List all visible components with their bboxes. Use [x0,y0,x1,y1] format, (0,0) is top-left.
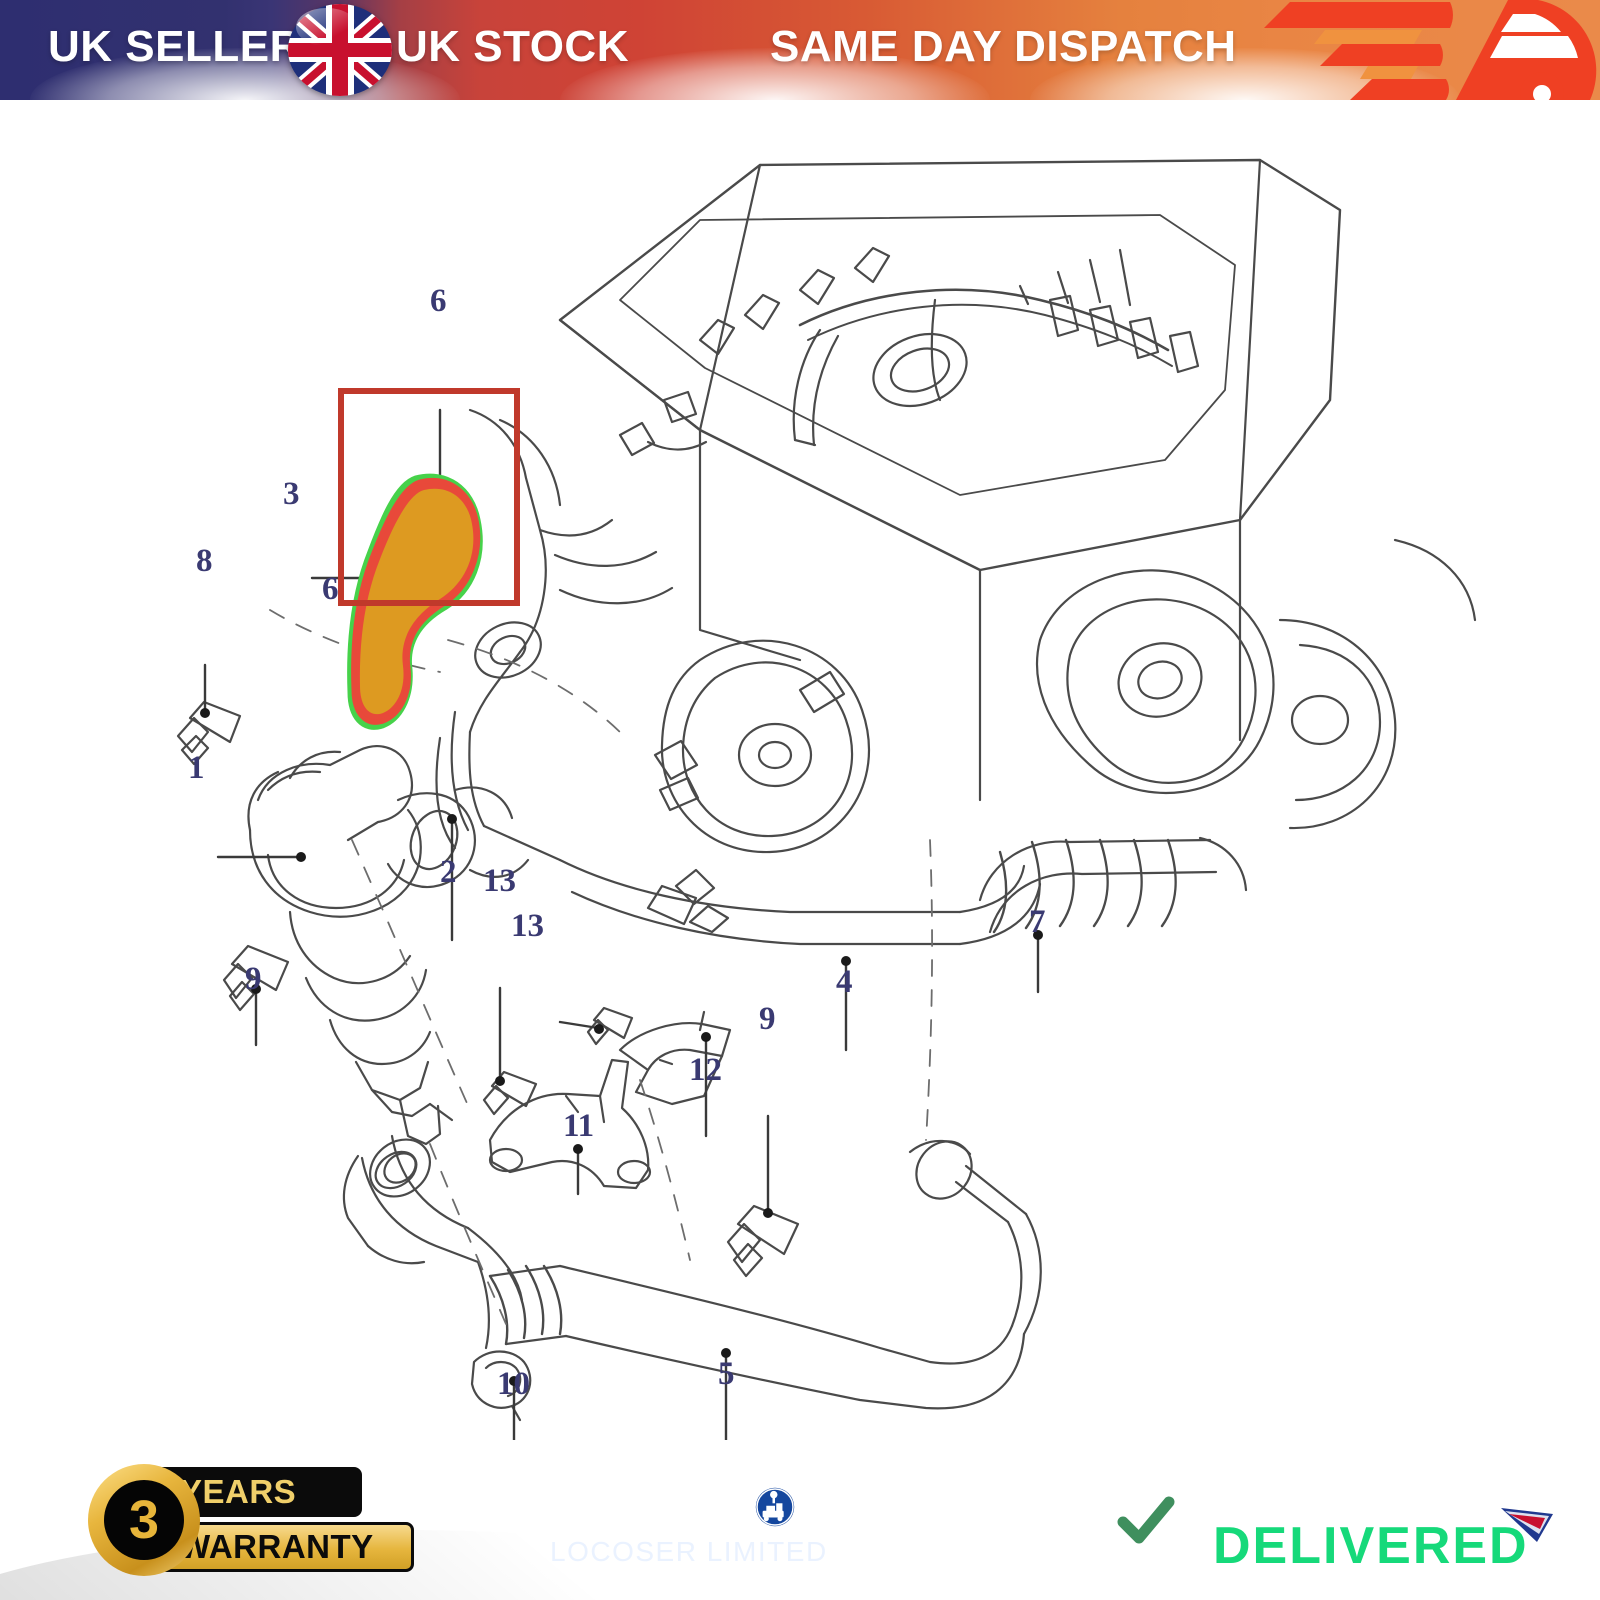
delivered-label: DELIVERED [1213,1517,1529,1575]
brand-name-after: P AUTO [802,1479,1012,1542]
callout-2: 2 [440,854,457,890]
top-promo-banner: UK SELLER UK STOCK SAME DAY DISPATCH [0,0,1600,100]
callout-4: 4 [836,964,853,1000]
uk-seller-label: UK SELLER [48,22,302,71]
callout-6-top: 6 [430,283,447,319]
delivered-block: 1.5 Million Parts DELIVERED [1095,1468,1565,1576]
brand-logo: NONST P AUTO LOCOSER LIMITED [548,1477,1038,1567]
callout-7: 7 [1029,904,1046,940]
callout-11: 11 [563,1108,595,1144]
uk-flag-corner-icon [1501,1508,1553,1542]
callout-10: 10 [497,1366,530,1402]
warranty-years-label: YEARS [180,1473,297,1510]
callout-3: 3 [283,476,300,512]
brand-subtitle: LOCOSER LIMITED [550,1536,828,1567]
delivery-truck-icon [1264,0,1597,100]
warranty-circle: 3 [88,1464,200,1576]
engine-parts-diagram [0,100,1600,1440]
highlight-box [338,388,520,606]
brand-name-before: NONST [548,1479,749,1542]
callout-12: 12 [689,1052,722,1088]
check-circle-icon [1099,1474,1191,1566]
callout-1: 1 [188,750,205,786]
callout-9-right: 9 [759,1001,776,1037]
bottom-promo-banner: YEARS WARRANTY 3 NONST P AUTO [0,1440,1600,1600]
callout-6-bottom: 6 [322,571,339,607]
callout-13-lower: 13 [511,908,544,944]
warranty-number: 3 [128,1490,160,1550]
union-jack-icon [288,4,392,96]
callout-5: 5 [718,1356,735,1392]
same-day-dispatch-label: SAME DAY DISPATCH [770,22,1237,71]
callout-13-upper: 13 [483,863,516,899]
callout-8: 8 [196,543,213,579]
warranty-badge: YEARS WARRANTY 3 [88,1464,418,1576]
parts-count-label: 1.5 Million Parts [1213,1470,1518,1514]
gear-logo-icon [744,1477,806,1537]
uk-stock-label: UK STOCK [396,22,629,71]
warranty-word-label: WARRANTY [179,1528,374,1565]
diagram-canvas: 6 3 8 6 1 2 13 13 9 7 4 9 12 11 10 5 [0,100,1600,1440]
callout-9-left: 9 [245,961,262,997]
